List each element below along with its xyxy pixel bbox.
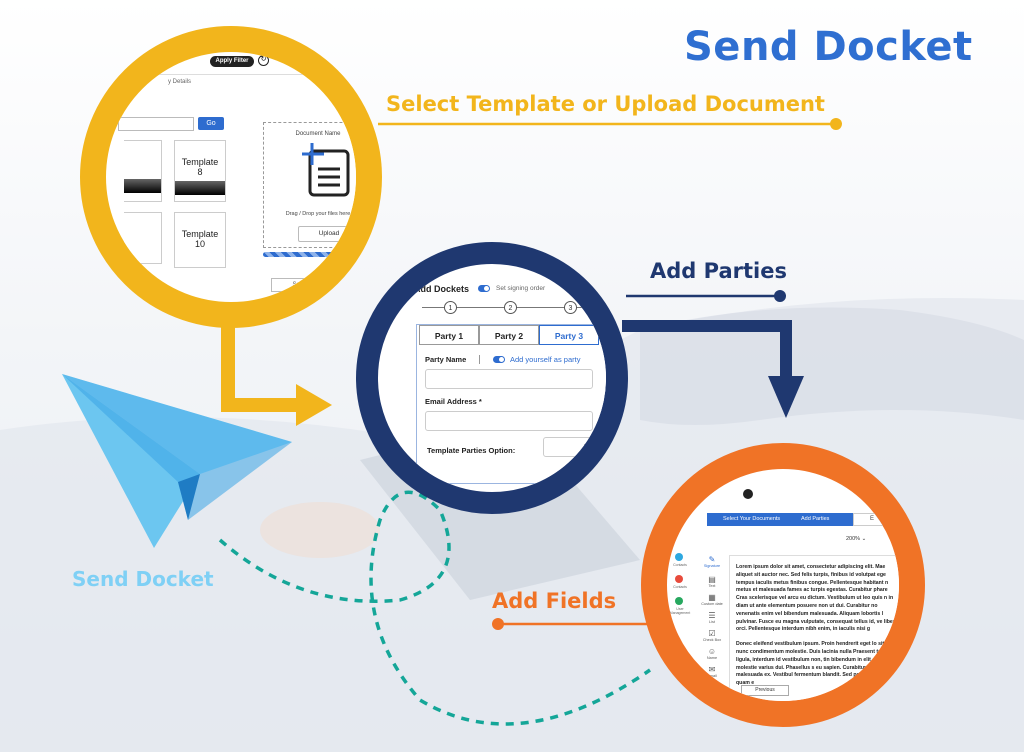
document-paragraph: Donec eleifend vestibulum ipsum. Proin h…: [736, 641, 898, 687]
template-card-10[interactable]: Template 10: [174, 212, 226, 268]
save-button[interactable]: Save A: [271, 278, 333, 292]
tab-divider: [106, 74, 356, 75]
list-icon: ☰: [708, 611, 716, 620]
tool-label: Check Box: [702, 638, 722, 642]
page-title: Send Docket: [684, 24, 973, 70]
signature-icon: ✎: [708, 555, 716, 564]
email-field[interactable]: [425, 411, 593, 431]
template-parties-select[interactable]: Temp: [543, 437, 606, 457]
signing-order-toggle[interactable]: [478, 285, 490, 292]
plus-icon[interactable]: +: [605, 323, 614, 339]
tool-label: Custom date: [701, 602, 723, 606]
text-tool[interactable]: ▤ Text: [699, 575, 725, 588]
select-template-label: Select Template or Upload Document: [386, 92, 825, 116]
app-sidebar: Contacts Contacts User Management: [667, 547, 695, 701]
tool-label: List: [709, 620, 715, 624]
email-label: Email Address *: [425, 397, 482, 406]
sidebar-item-label: User Management: [669, 607, 691, 615]
party-name-input[interactable]: [425, 369, 593, 389]
send-docket-label: Send Docket: [72, 567, 214, 591]
template-search-input[interactable]: [118, 117, 194, 131]
template-card-label: Template 8: [181, 157, 219, 177]
add-parties-label: Add Parties: [650, 259, 787, 283]
name-icon: ☺: [707, 647, 717, 656]
email-tool[interactable]: ✉ Email: [699, 665, 725, 678]
tab-party-1[interactable]: Party 1: [419, 325, 479, 345]
add-fields-zoom: Select Your Documents Add Parties E 200%…: [641, 443, 925, 727]
zoom-select[interactable]: 200% ⌄: [846, 536, 867, 542]
wizard-steps-bar: Select Your Documents Add Parties: [707, 513, 899, 526]
template-card-partial-2[interactable]: [124, 212, 162, 264]
add-fields-label: Add Fields: [492, 589, 617, 613]
checkbox-icon: ☑: [708, 629, 716, 638]
add-parties-zoom: Add Dockets Set signing order 1 2 3 Part…: [356, 242, 628, 514]
template-selection-zoom: Apply Filter ↻ y Details Go Template 8 T…: [80, 26, 382, 328]
step-2[interactable]: 2: [504, 301, 517, 314]
paper-plane-icon: [62, 374, 292, 548]
drop-hint: Drag / Drop your files here: [285, 211, 351, 217]
checkbox-tool[interactable]: ☑ Check Box: [699, 629, 725, 642]
document-add-icon: [302, 143, 350, 197]
user-avatar-icon[interactable]: [743, 489, 753, 499]
template-card-label: Template 10: [181, 229, 219, 249]
add-dockets-heading: Add Dockets: [414, 284, 470, 294]
step-1[interactable]: 1: [444, 301, 457, 314]
custom-date-icon: ▦: [708, 593, 716, 602]
tab-party-3[interactable]: Party 3: [539, 325, 599, 345]
upload-progress-bar: [263, 252, 356, 257]
user-management-icon[interactable]: [675, 597, 683, 605]
field-divider: [479, 355, 480, 364]
tool-label: Signature: [703, 564, 721, 568]
contacts-alt-icon[interactable]: [675, 575, 683, 583]
email-icon: ✉: [708, 665, 716, 674]
tab-party-2[interactable]: Party 2: [479, 325, 539, 345]
tool-label: Email: [707, 674, 717, 678]
sidebar-item-label: Contacts: [673, 563, 687, 567]
add-yourself-label[interactable]: Add yourself as party: [510, 355, 581, 364]
contacts-icon[interactable]: [675, 553, 683, 561]
step-3[interactable]: 3: [564, 301, 577, 314]
name-tool[interactable]: ☺ Name: [699, 647, 725, 660]
template-parties-label: Template Parties Option:: [427, 446, 516, 455]
template-card-partial[interactable]: [124, 140, 162, 202]
text-icon: ▤: [708, 575, 716, 584]
tool-label: Text: [708, 584, 716, 588]
step-add-parties[interactable]: Add Parties: [801, 516, 830, 522]
party-name-label: Party Name: [425, 355, 467, 364]
apply-filter-button[interactable]: Apply Filter: [210, 56, 254, 67]
upload-drop-zone[interactable]: Document Name Drag / Drop your files her…: [263, 122, 356, 248]
party-form-panel: Party 1 Party 2 Party 3 + Party Name Add…: [416, 323, 614, 484]
upload-button[interactable]: Upload: [298, 226, 356, 242]
add-yourself-toggle[interactable]: [493, 356, 505, 363]
document-paragraph: Lorem ipsum dolor sit amet, consectetur …: [736, 564, 899, 633]
document-preview[interactable]: Lorem ipsum dolor sit amet, consectetur …: [729, 555, 899, 701]
previous-button[interactable]: Previous: [741, 685, 789, 696]
go-button[interactable]: Go: [198, 117, 224, 130]
tab-details[interactable]: y Details: [168, 79, 192, 85]
custom-date-tool[interactable]: ▦ Custom date: [699, 593, 725, 606]
signing-order-label: Set signing order: [496, 285, 546, 292]
tool-label: Name: [706, 656, 718, 660]
step-next[interactable]: E: [853, 513, 899, 526]
list-tool[interactable]: ☰ List: [699, 611, 725, 624]
sidebar-item-label: Contacts: [673, 585, 687, 589]
template-card-8[interactable]: Template 8: [174, 140, 226, 202]
refresh-icon[interactable]: ↻: [258, 55, 269, 66]
document-name-label: Document Name: [295, 131, 341, 137]
signature-tool[interactable]: ✎ Signature: [699, 555, 725, 568]
step-select-documents[interactable]: Select Your Documents: [723, 516, 781, 522]
